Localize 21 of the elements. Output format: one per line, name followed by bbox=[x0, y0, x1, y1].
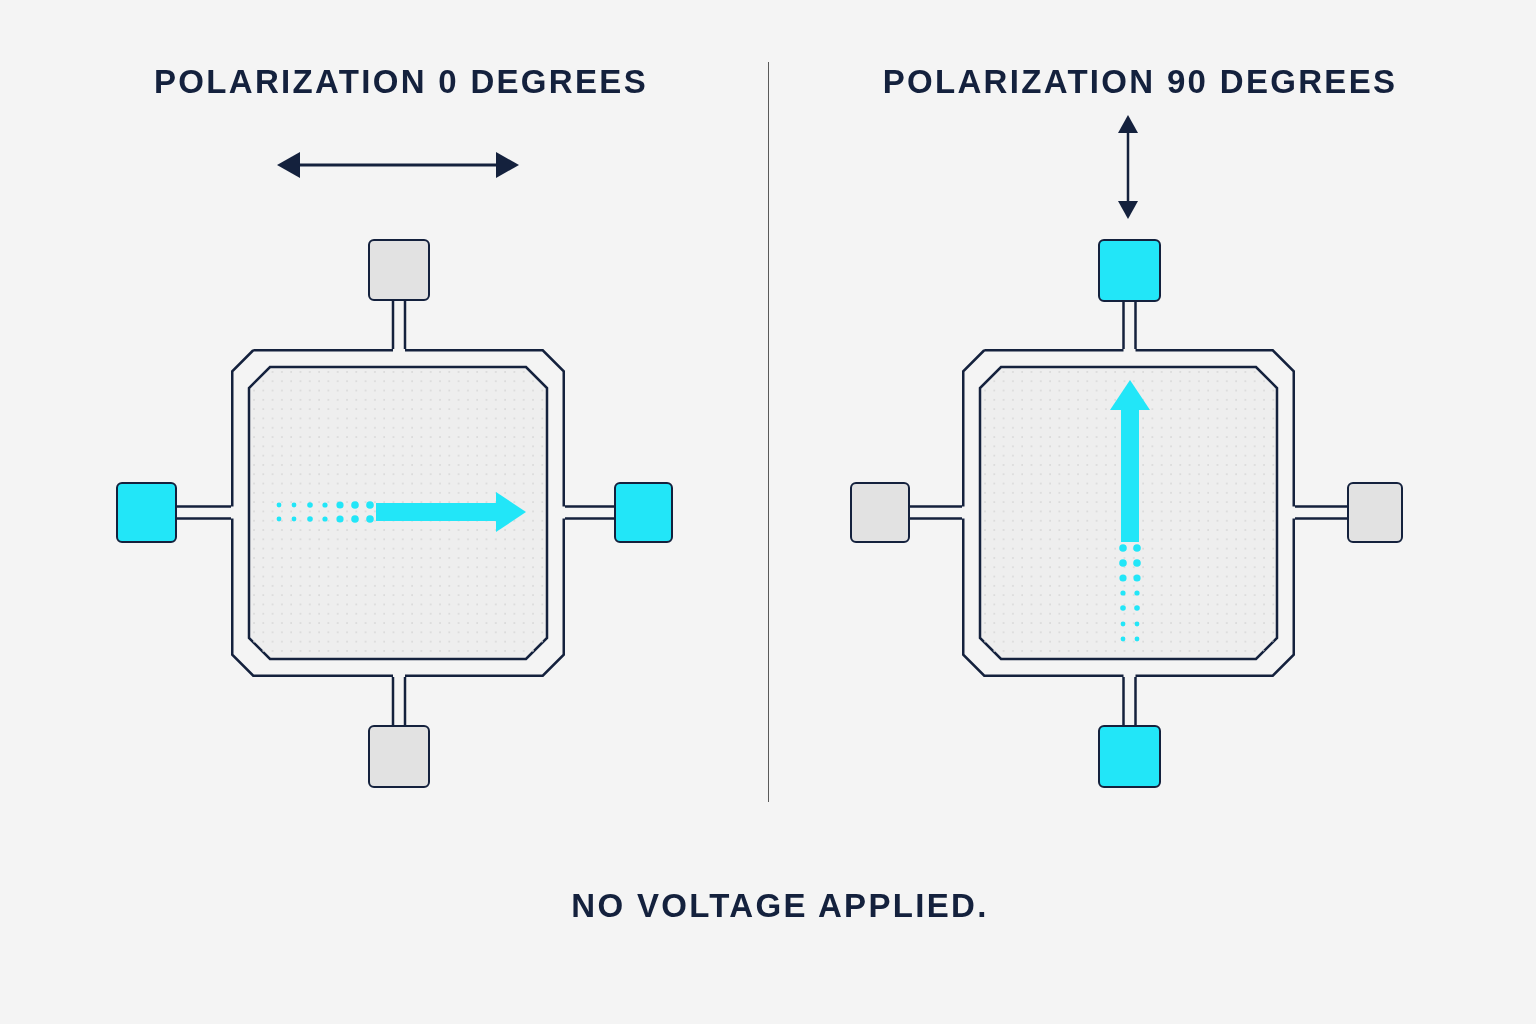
trace-line bbox=[1293, 505, 1349, 520]
trace-line bbox=[908, 505, 964, 520]
contact-pad bbox=[368, 725, 430, 788]
contact-pad bbox=[614, 482, 673, 543]
trace-line bbox=[1122, 300, 1137, 351]
contact-pad bbox=[1098, 239, 1161, 302]
trace-line bbox=[1122, 675, 1137, 727]
trace-line bbox=[175, 505, 233, 520]
trace-line bbox=[563, 505, 616, 520]
contact-pad bbox=[368, 239, 430, 301]
trace-line bbox=[391, 299, 407, 351]
contact-pad bbox=[1347, 482, 1403, 543]
contact-pad bbox=[850, 482, 910, 543]
contact-pad bbox=[1098, 725, 1161, 788]
panel-heading: POLARIZATION 0 DEGREES bbox=[153, 62, 649, 102]
sensor-chip bbox=[962, 349, 1295, 677]
panel-heading: POLARIZATION 90 DEGREES bbox=[881, 62, 1399, 102]
caption: NO VOLTAGE APPLIED. bbox=[570, 886, 990, 926]
sensor-chip bbox=[231, 349, 565, 677]
trace-line bbox=[391, 675, 407, 727]
contact-pad bbox=[116, 482, 177, 543]
